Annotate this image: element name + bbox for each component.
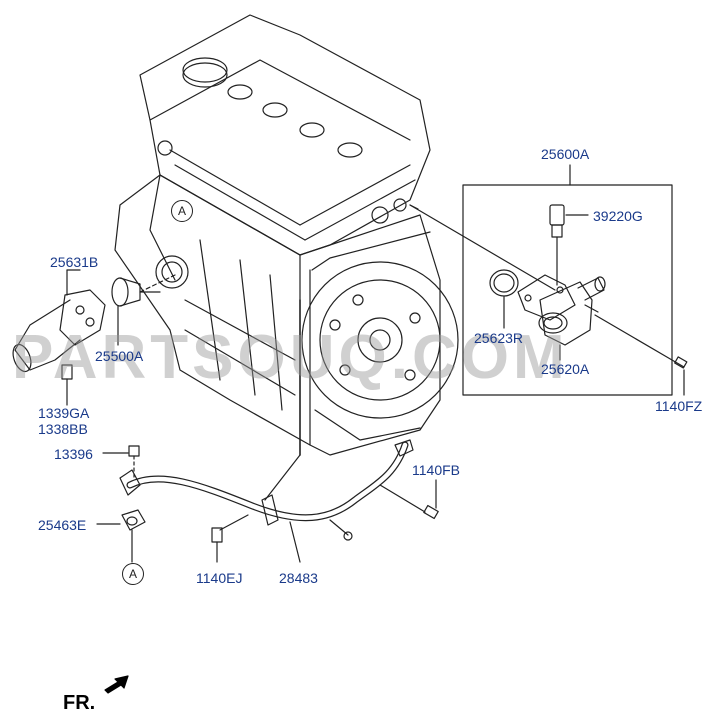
water-pipe [119,439,439,563]
label-39220G[interactable]: 39220G [593,208,643,224]
label-25623R[interactable]: 25623R [474,330,524,346]
front-direction-arrow [104,675,129,694]
thermostat [111,274,176,346]
label-1140FZ[interactable]: 1140FZ [655,398,703,414]
water-outlet-fitting [489,204,688,396]
label-13396[interactable]: 13396 [54,446,93,462]
engine-block [114,14,459,456]
water-outlet-assembly-box [409,164,673,396]
label-25631B[interactable]: 25631B [50,254,99,270]
callout-a-bottom: A [122,563,144,585]
label-25620A[interactable]: 25620A [541,361,590,377]
label-1339GA[interactable]: 1339GA [38,405,90,421]
label-25500A[interactable]: 25500A [95,348,144,364]
callout-a-top: A [171,200,193,222]
bolt-and-gasket [96,445,146,563]
label-25600A[interactable]: 25600A [541,146,590,162]
label-1140EJ[interactable]: 1140EJ [196,570,243,586]
thermostat-housing [12,269,106,406]
label-28483[interactable]: 28483 [279,570,318,586]
label-1338BB[interactable]: 1338BB [38,421,88,437]
label-1140FB[interactable]: 1140FB [412,462,460,478]
label-25463E[interactable]: 25463E [38,517,87,533]
front-label: FR. [63,692,96,714]
